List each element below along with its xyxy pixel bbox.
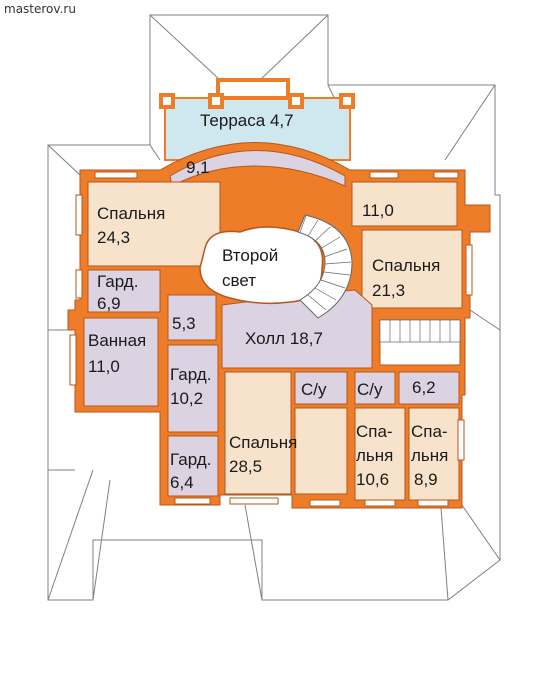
wardrobe-3-area: 6,4 <box>170 473 194 492</box>
spiral-stair-steps <box>299 215 352 311</box>
wc-2-floor <box>354 371 396 405</box>
bath-area: 11,0 <box>88 357 120 376</box>
wardrobe-1-area: 6,9 <box>97 294 121 313</box>
balcony-area: 9,1 <box>186 158 210 177</box>
bedroom-e-floor <box>361 229 463 309</box>
corridor-floor <box>167 294 217 341</box>
bedroom-s-name: Спальня <box>229 433 298 452</box>
bedroom-106-area: 10,6 <box>356 470 390 489</box>
balcony-floor <box>169 150 346 187</box>
room-62-area: 6,2 <box>412 378 436 397</box>
bedroom-89-floor <box>408 407 460 501</box>
bedroom-106-name: Спа- <box>356 422 393 441</box>
straight-stair <box>379 319 461 343</box>
bedroom-106-floor <box>354 407 406 501</box>
bedroom-nw-area: 24,3 <box>97 228 131 247</box>
second-light-void <box>199 226 324 305</box>
bedroom-s-floor <box>224 371 292 495</box>
watermark: masterov.ru <box>4 2 76 16</box>
terrace-name: Терраса <box>200 111 266 130</box>
terrace-canopy <box>216 78 290 100</box>
void-name: Второй <box>222 246 279 265</box>
wardrobe-2-area: 10,2 <box>170 389 204 408</box>
bedroom-nw-floor <box>87 181 221 267</box>
bath-floor <box>83 317 159 407</box>
wc-2-name: С/у <box>357 380 383 399</box>
hall-name: Холл <box>245 329 286 348</box>
bedroom-s-closet <box>294 407 348 495</box>
void-name-2: свет <box>222 271 257 290</box>
wardrobe-1-floor <box>87 269 161 313</box>
wardrobe-3-floor <box>167 435 219 497</box>
spiral-stair <box>297 214 353 319</box>
room-ne-floor <box>351 181 458 227</box>
bedroom-89-name-2: льня <box>411 446 449 465</box>
wardrobe-2-floor <box>167 344 219 433</box>
bedroom-89-area: 8,9 <box>414 470 438 489</box>
terrace-label: Терраса 4,7 <box>200 111 294 131</box>
terrace-posts <box>159 93 355 109</box>
wc-1-name: С/у <box>301 380 327 399</box>
bedroom-e-name: Спальня <box>372 256 441 275</box>
rooms <box>83 150 463 501</box>
bedroom-s-area: 28,5 <box>229 457 263 476</box>
wardrobe-3-name: Гард. <box>170 450 212 469</box>
wardrobe-1-name: Гард. <box>97 272 139 291</box>
bath-name: Ванная <box>88 331 147 350</box>
bedroom-106-name-2: льня <box>356 446 394 465</box>
corridor-area: 5,3 <box>172 314 196 333</box>
bedroom-89-name: Спа- <box>411 422 448 441</box>
hall-label: Холл 18,7 <box>245 329 323 349</box>
bedroom-nw-name: Спальня <box>97 204 166 223</box>
wardrobe-2-name: Гард. <box>170 365 212 384</box>
hall-area: 18,7 <box>289 329 323 348</box>
wc-1-floor <box>294 371 348 405</box>
windows <box>69 171 473 507</box>
room-62-floor <box>398 371 460 405</box>
roof-perimeter <box>47 14 501 601</box>
room-ne-area: 11,0 <box>362 201 394 220</box>
terrace-area: 4,7 <box>269 111 294 130</box>
bedroom-e-area: 21,3 <box>372 281 406 300</box>
